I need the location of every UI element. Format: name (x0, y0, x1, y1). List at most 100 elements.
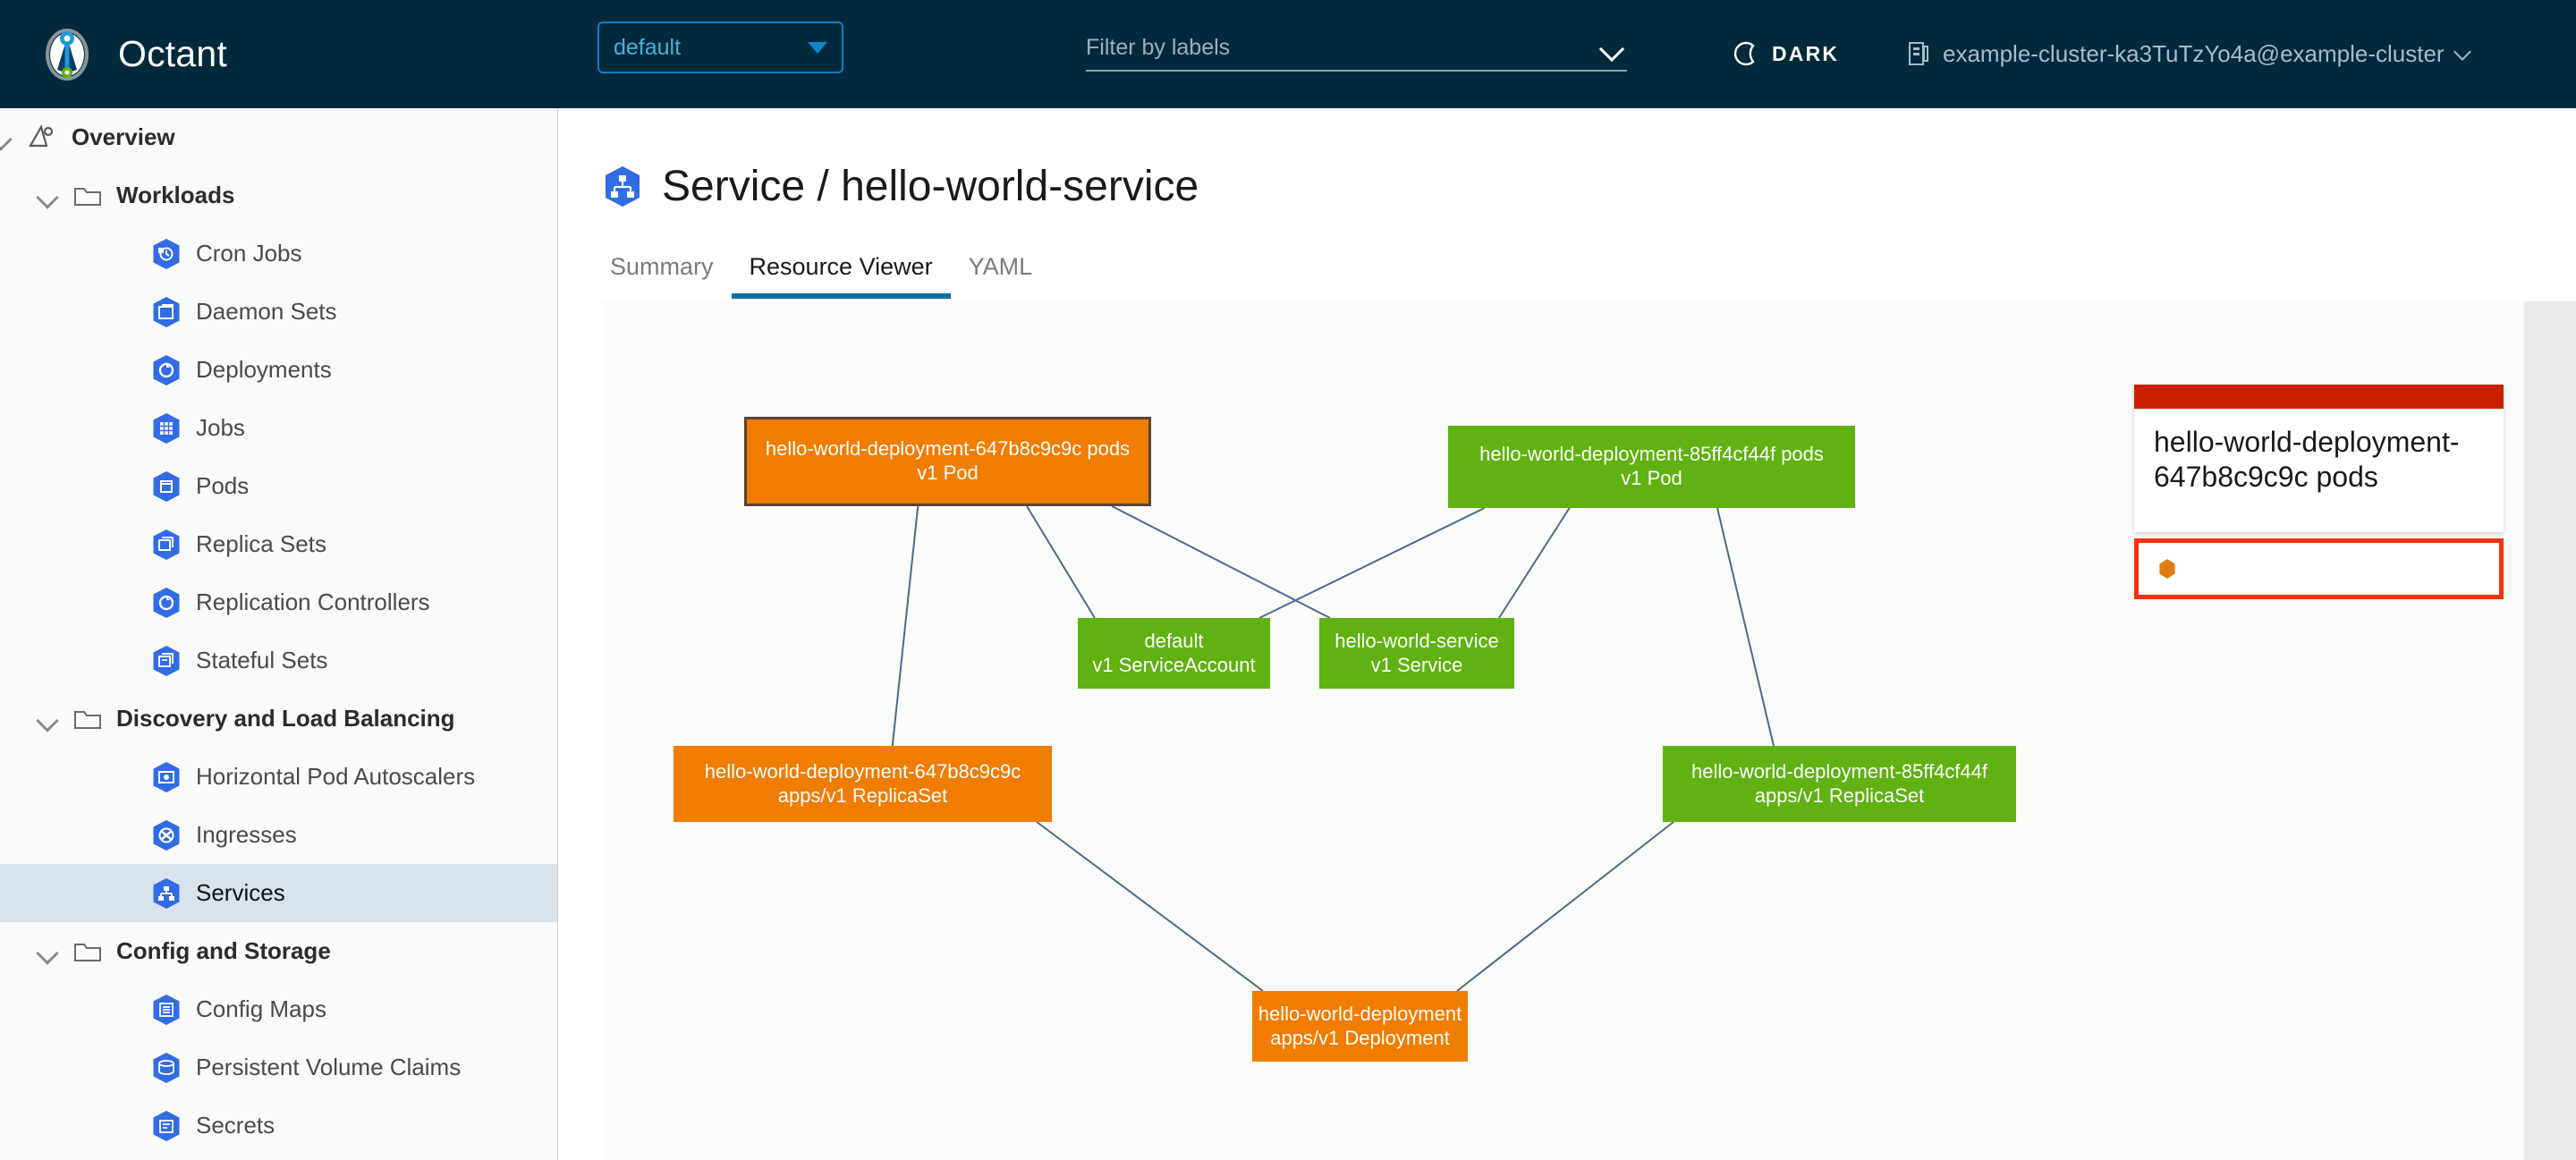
cluster-name: example-cluster-ka3TuTzYo4a@example-clus… (1943, 39, 2445, 67)
tab-summary[interactable]: Summary (610, 253, 714, 280)
caret-down-icon (808, 41, 827, 54)
cluster-select[interactable]: example-cluster-ka3TuTzYo4a@example-clus… (1905, 30, 2471, 77)
k8s-hpa-icon (151, 761, 182, 793)
label-filter-input[interactable]: Filter by labels (1086, 25, 1627, 72)
graph-node-name: hello-world-service (1335, 629, 1499, 652)
sidebar-item-label: Pods (196, 472, 250, 499)
sidebar-item-pods[interactable]: Pods (0, 457, 557, 515)
k8s-deployment-icon (151, 354, 182, 386)
chevron-down-icon[interactable] (34, 938, 61, 965)
sidebar-item-overview[interactable]: Overview (0, 108, 557, 166)
sidebar-item-jobs[interactable]: Jobs (0, 399, 557, 457)
graph-node-kind: v1 Service (1370, 653, 1463, 676)
chevron-down-icon (2455, 46, 2471, 62)
graph-edge-pod-85f-to-rs-85f (1716, 507, 1775, 747)
label-filter-placeholder: Filter by labels (1086, 34, 1231, 60)
detail-panel-column (2524, 301, 2576, 1160)
sidebar-item-horizontal-pod-autoscalers[interactable]: Horizontal Pod Autoscalers (0, 748, 557, 806)
brand: Octant (0, 27, 555, 82)
k8s-secret-icon (151, 1110, 182, 1142)
pod-status-hex-icon (2159, 559, 2175, 579)
sidebar-item-label: Ingresses (196, 821, 297, 848)
sidebar-item-services[interactable]: Services (0, 864, 557, 922)
sidebar-item-label: Deployments (196, 356, 332, 383)
sidebar-item-label: Discovery and Load Balancing (116, 705, 455, 732)
sidebar-item-label: Services (196, 879, 285, 906)
folder-icon (73, 707, 102, 731)
detail-card-status-box[interactable] (2134, 538, 2504, 599)
chevron-down-icon[interactable] (34, 182, 61, 209)
theme-toggle-button[interactable]: DARK (1733, 32, 1839, 75)
k8s-pod-icon (151, 470, 182, 503)
sidebar-item-stateful-sets[interactable]: Stateful Sets (0, 631, 557, 690)
app-header: Octant default Filter by labels DARK (0, 0, 2576, 108)
sidebar-item-config-and-storage[interactable]: Config and Storage (0, 922, 557, 980)
sidebar-item-label: Secrets (196, 1112, 275, 1139)
graph-node-name: hello-world-deployment-647b8c9c9c pods (765, 437, 1131, 461)
graph-node-name: default (1144, 629, 1204, 652)
nav-indent (0, 124, 14, 151)
sidebar-item-replication-controllers[interactable]: Replication Controllers (0, 573, 557, 631)
tab-resource-viewer[interactable]: Resource Viewer (731, 253, 951, 299)
k8s-service-icon (151, 877, 182, 910)
main-content: Service / hello-world-service Summary Res… (559, 108, 2576, 1160)
k8s-rc-icon (151, 587, 182, 619)
sidebar-item-label: Daemon Sets (196, 298, 337, 325)
graph-edges (891, 505, 1775, 992)
octant-logo-icon (39, 27, 95, 82)
k8s-service-icon (603, 165, 642, 207)
graph-edge-pod-85f-to-sa (1258, 507, 1486, 619)
k8s-statefulset-icon (151, 645, 182, 677)
sidebar-item-label: Jobs (196, 414, 245, 441)
sidebar-item-config-maps[interactable]: Config Maps (0, 980, 557, 1038)
sidebar-item-label: Horizontal Pod Autoscalers (196, 763, 476, 790)
namespace-select-value: default (614, 34, 682, 60)
chevron-down-icon[interactable] (1600, 36, 1623, 59)
page-title: Service / hello-world-service (603, 162, 1199, 211)
sidebar-item-replica-sets[interactable]: Replica Sets (0, 515, 557, 573)
graph-node-kind: apps/v1 Deployment (1270, 1026, 1450, 1049)
tab-yaml[interactable]: YAML (968, 253, 1033, 280)
sidebar-item-label: Config Maps (196, 995, 326, 1022)
k8s-cronjob-icon (151, 238, 182, 270)
sidebar-item-label: Config and Storage (116, 937, 331, 964)
sidebar-item-ingresses[interactable]: Ingresses (0, 806, 557, 864)
graph-node-name: hello-world-deployment (1258, 1002, 1462, 1025)
sidebar-item-deployments[interactable]: Deployments (0, 341, 557, 399)
graph-node-kind: v1 Pod (1621, 467, 1682, 489)
graph-edge-rs-85f-to-deploy (1456, 821, 1674, 992)
theme-toggle-label: DARK (1772, 41, 1840, 65)
graph-node-name: hello-world-deployment-647b8c9c9c (704, 759, 1021, 783)
sidebar-item-label: Stateful Sets (196, 647, 328, 673)
sidebar-item-cron-jobs[interactable]: Cron Jobs (0, 224, 557, 283)
sidebar-item-workloads[interactable]: Workloads (0, 166, 557, 224)
graph-node-kind: apps/v1 ReplicaSet (777, 783, 948, 807)
page-title-text: Service / hello-world-service (662, 163, 1199, 210)
detail-card-header-bar (2134, 385, 2504, 409)
nav-indent (0, 938, 61, 965)
sidebar-item-label: Overview (72, 123, 175, 150)
selected-node-detail-card[interactable]: hello-world-deployment-647b8c9c9c pods (2134, 385, 2504, 532)
chevron-down-icon[interactable] (0, 124, 14, 151)
sidebar-item-label: Persistent Volume Claims (196, 1054, 462, 1080)
sidebar-item-daemon-sets[interactable]: Daemon Sets (0, 283, 557, 341)
graph-node-kind: v1 Pod (917, 461, 979, 484)
sidebar-item-persistent-volume-claims[interactable]: Persistent Volume Claims (0, 1038, 557, 1096)
tab-bar: Summary Resource Viewer YAML (603, 253, 2524, 309)
cluster-icon (1905, 40, 1930, 67)
graph-edge-pod-85f-to-svc (1498, 507, 1571, 619)
sidebar-item-discovery-and-load-balancing[interactable]: Discovery and Load Balancing (0, 690, 557, 748)
chevron-down-icon[interactable] (34, 706, 61, 732)
sidebar-item-secrets[interactable]: Secrets (0, 1096, 557, 1155)
detail-card-title: hello-world-deployment-647b8c9c9c pods (2154, 426, 2460, 494)
graph-node-name: hello-world-deployment-85ff4cf44f pods (1479, 443, 1824, 466)
namespace-select[interactable]: default (597, 21, 843, 73)
graph-edge-pod-647-to-rs-647 (891, 505, 919, 747)
